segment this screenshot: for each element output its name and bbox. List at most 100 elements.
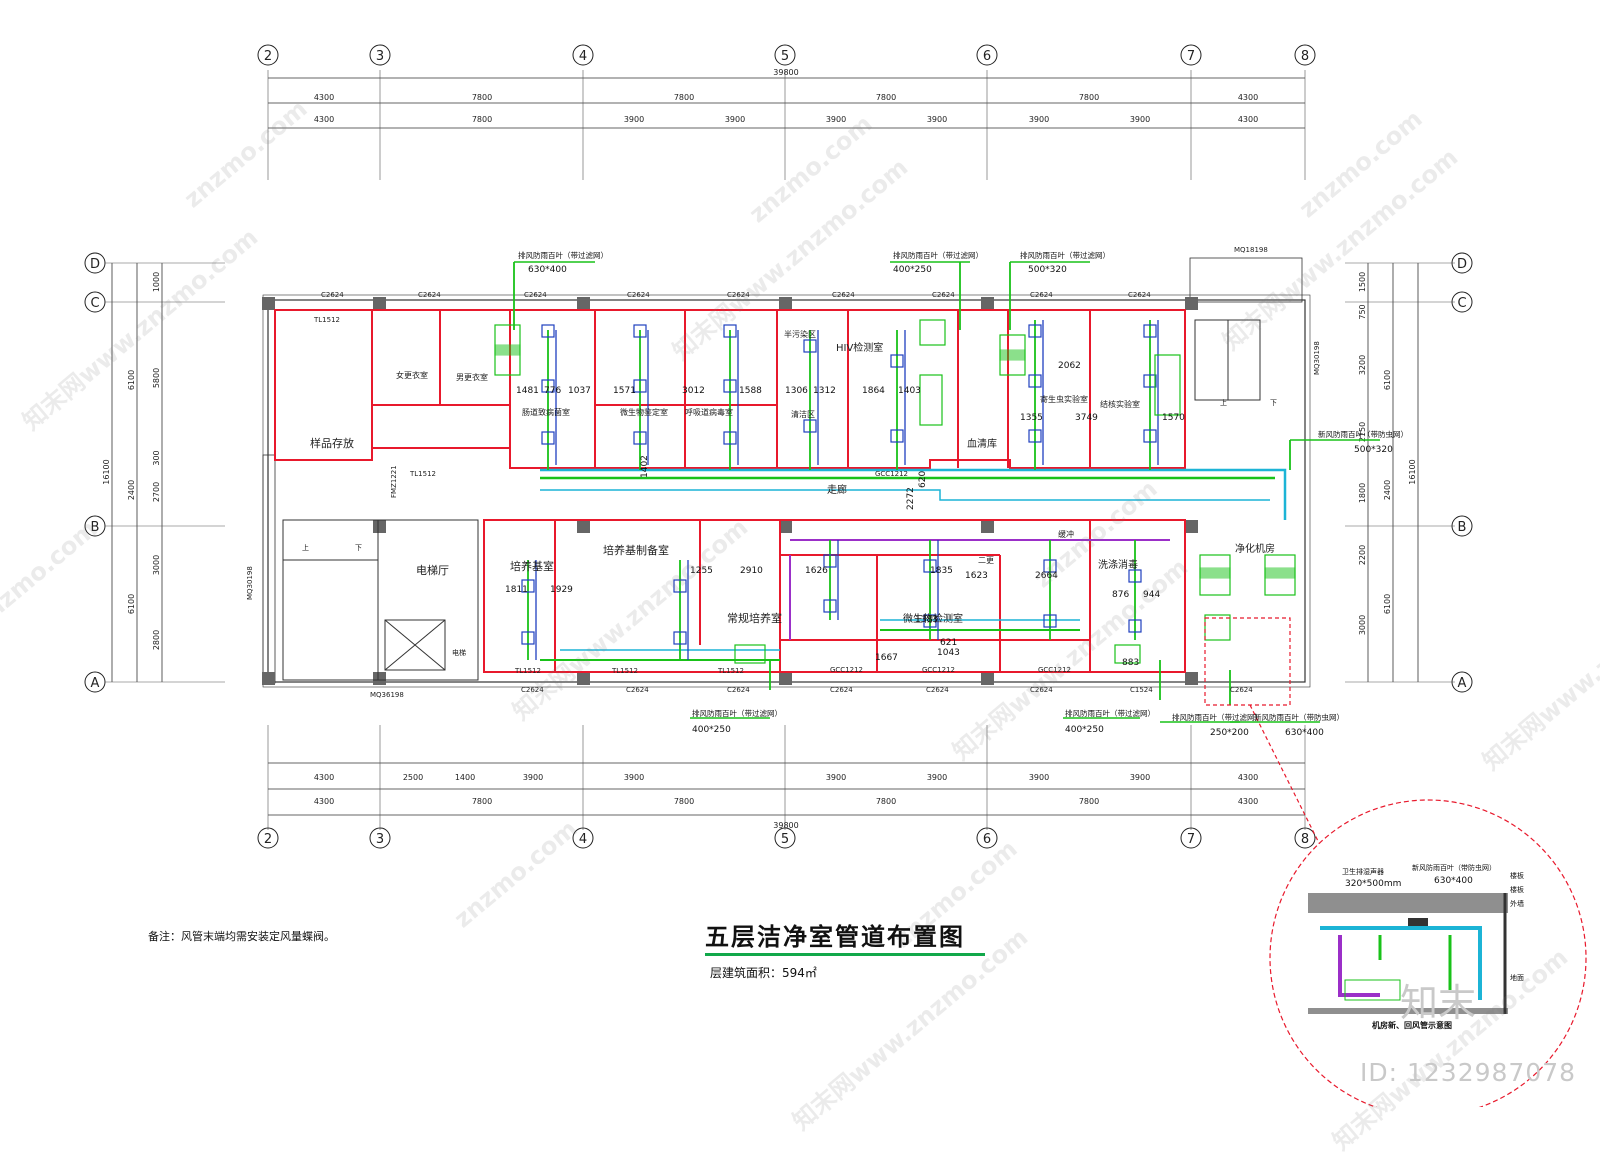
svg-text:500*320: 500*320 (1028, 265, 1067, 275)
svg-text:C1524: C1524 (1130, 686, 1153, 694)
svg-text:血清库: 血清库 (967, 437, 997, 450)
svg-text:FMZ1221: FMZ1221 (390, 465, 398, 498)
fresh-louver-bottom: 新风防雨百叶（带防虫网） (1254, 712, 1344, 722)
dim-total-top: 39800 (773, 68, 798, 77)
svg-text:上: 上 (1220, 398, 1227, 407)
interior-walls (282, 319, 1261, 681)
svg-text:3900: 3900 (927, 773, 947, 782)
room-number: 621 (940, 638, 957, 648)
grid-bubble-7: 7 (1180, 44, 1202, 66)
room-number: 1929 (550, 585, 573, 595)
svg-text:2150: 2150 (1358, 422, 1367, 442)
svg-text:2400: 2400 (127, 480, 136, 500)
svg-text:4300: 4300 (1238, 115, 1258, 124)
svg-text:320*500mm: 320*500mm (1345, 879, 1401, 889)
svg-text:4300: 4300 (314, 93, 334, 102)
exhaust-louver-2: 排风防雨百叶（带过滤网） (893, 250, 983, 260)
room-number: 1037 (568, 386, 591, 396)
svg-text:C2624: C2624 (1030, 686, 1053, 694)
svg-text:2: 2 (264, 49, 272, 64)
room-number: 1255 (690, 566, 713, 576)
fresh-louver-right: 新风防雨百叶（带防虫网） (1318, 429, 1408, 439)
svg-text:2: 2 (264, 832, 272, 847)
room-number: 3749 (1075, 413, 1098, 423)
dimension-lines (111, 77, 1419, 816)
svg-text:走廊: 走廊 (827, 483, 847, 496)
svg-text:8: 8 (1301, 49, 1309, 64)
svg-text:6100: 6100 (127, 370, 136, 390)
svg-text:C2624: C2624 (524, 291, 547, 299)
svg-text:GCC1212: GCC1212 (1038, 666, 1071, 674)
svg-text:清洁区: 清洁区 (791, 409, 815, 419)
svg-text:A: A (1458, 676, 1467, 691)
svg-text:GCC1212: GCC1212 (875, 470, 908, 478)
svg-text:培养基室: 培养基室 (510, 559, 554, 573)
svg-text:机房新、回风管示意图: 机房新、回风管示意图 (1372, 1020, 1452, 1030)
svg-text:C2624: C2624 (932, 291, 955, 299)
air-handling-units (494, 319, 1296, 664)
room-number: 2272 (906, 487, 916, 510)
svg-text:6100: 6100 (1383, 370, 1392, 390)
svg-text:TL1512: TL1512 (409, 470, 436, 478)
room-number: 1383 (915, 615, 938, 625)
svg-text:3: 3 (376, 49, 384, 64)
drawing-title: 五层洁净室管道布置图 (705, 923, 965, 951)
room-number: 3012 (682, 386, 705, 396)
svg-text:GCC1212: GCC1212 (830, 666, 863, 674)
svg-text:3900: 3900 (1130, 773, 1150, 782)
svg-text:C2624: C2624 (321, 291, 344, 299)
svg-text:7: 7 (1187, 832, 1195, 847)
svg-text:TL1512: TL1512 (313, 316, 340, 324)
svg-text:MQ36198: MQ36198 (370, 691, 404, 699)
svg-text:7800: 7800 (674, 93, 694, 102)
room-number: 876 (1112, 590, 1129, 600)
svg-text:5800: 5800 (152, 368, 161, 388)
svg-text:1000: 1000 (152, 272, 161, 292)
svg-text:400*250: 400*250 (692, 725, 731, 735)
svg-text:4300: 4300 (314, 797, 334, 806)
svg-text:MQ30198: MQ30198 (1313, 341, 1321, 375)
svg-text:16100: 16100 (1408, 459, 1417, 484)
svg-text:C2624: C2624 (727, 291, 750, 299)
svg-text:4300: 4300 (1238, 773, 1258, 782)
svg-text:MQ18198: MQ18198 (1234, 246, 1268, 254)
room-number: 1571 (613, 386, 636, 396)
svg-text:7800: 7800 (1079, 93, 1099, 102)
svg-text:250*200: 250*200 (1210, 728, 1249, 738)
svg-text:3900: 3900 (927, 115, 947, 124)
svg-text:微生物检测室: 微生物检测室 (903, 612, 963, 625)
svg-text:C2624: C2624 (1128, 291, 1151, 299)
svg-text:750: 750 (1358, 304, 1367, 319)
grid-bubble-D: D (84, 252, 106, 274)
svg-text:4: 4 (579, 49, 587, 64)
svg-text:C2624: C2624 (727, 686, 750, 694)
room-number: 1864 (862, 386, 885, 396)
svg-text:洗涤消毒: 洗涤消毒 (1098, 558, 1138, 571)
title-underline (705, 953, 985, 956)
svg-text:男更衣室: 男更衣室 (456, 372, 488, 382)
svg-text:GCC1212: GCC1212 (922, 666, 955, 674)
svg-text:结核实验室: 结核实验室 (1100, 399, 1140, 409)
svg-text:6: 6 (983, 832, 991, 847)
svg-text:B: B (1458, 520, 1467, 535)
svg-text:寄生虫实验室: 寄生虫实验室 (1040, 394, 1088, 404)
svg-text:4300: 4300 (314, 115, 334, 124)
exhaust-louver-b1: 排风防雨百叶（带过滤网） (692, 708, 782, 718)
grid-lines (105, 70, 1455, 830)
clean-room-walls (274, 309, 1186, 673)
svg-text:C2624: C2624 (1230, 686, 1253, 694)
svg-text:缓冲: 缓冲 (1058, 529, 1074, 539)
svg-text:2700: 2700 (152, 482, 161, 502)
svg-text:4: 4 (579, 832, 587, 847)
svg-text:MQ30198: MQ30198 (246, 566, 254, 600)
grid-bubble-C: C (84, 291, 106, 313)
brand-logo: 知末 (1400, 981, 1477, 1025)
svg-text:4300: 4300 (1238, 797, 1258, 806)
svg-text:3900: 3900 (624, 115, 644, 124)
svg-text:8: 8 (1301, 832, 1309, 847)
exhaust-louver-3: 排风防雨百叶（带过滤网） (1020, 250, 1110, 260)
svg-text:D: D (1457, 257, 1467, 272)
svg-text:女更衣室: 女更衣室 (396, 370, 428, 380)
louver-callouts: 排风防雨百叶（带过滤网） 630*400 排风防雨百叶（带过滤网） 400*25… (514, 250, 1408, 738)
